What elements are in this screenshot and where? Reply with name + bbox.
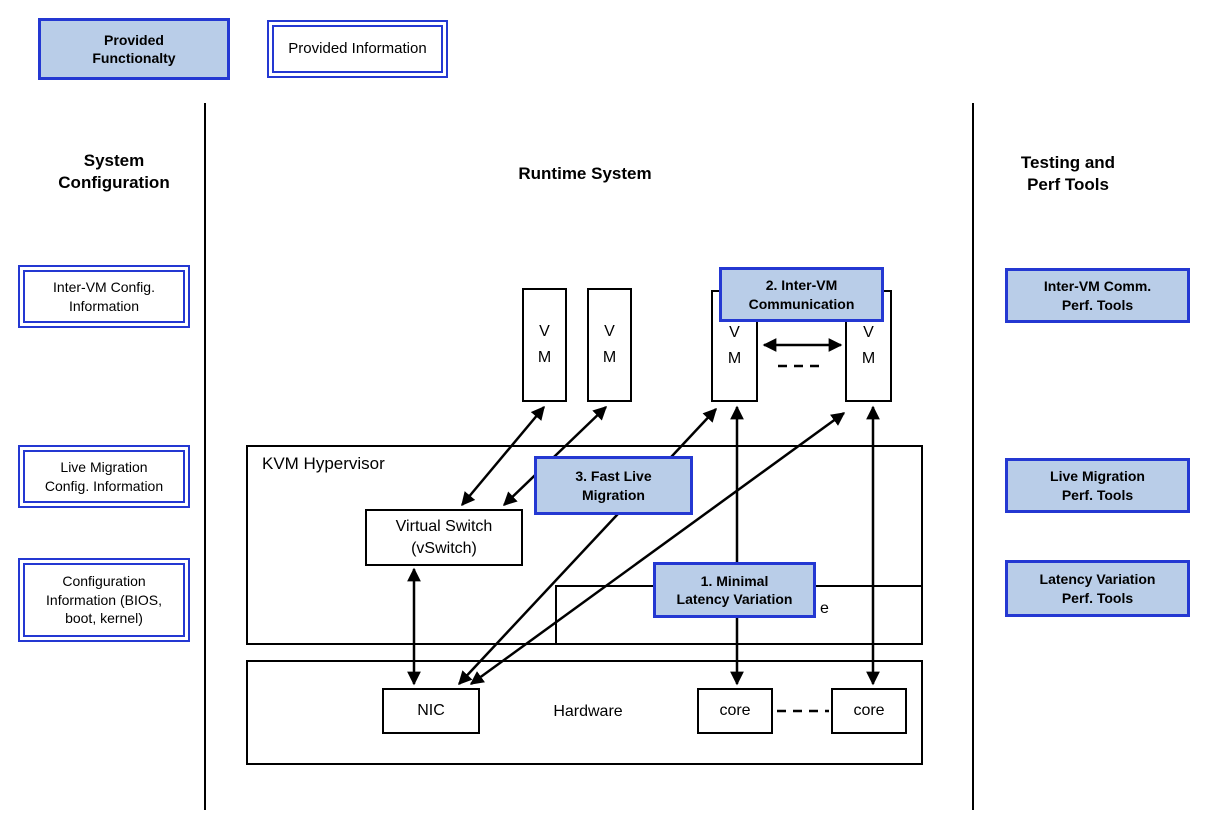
callout-fast-live-migration: 3. Fast Live Migration bbox=[534, 456, 693, 515]
intervm-config-information-label: Inter-VM Config. Information bbox=[23, 270, 185, 323]
nic-box: NIC bbox=[382, 688, 480, 734]
vm-box-1: V M bbox=[522, 288, 567, 402]
configuration-information-bios-label: Configuration Information (BIOS, boot, k… bbox=[23, 563, 185, 637]
divider-right bbox=[972, 103, 974, 810]
hardware-label: Hardware bbox=[553, 703, 623, 720]
intervm-comm-perf-tools-box: Inter-VM Comm. Perf. Tools bbox=[1005, 268, 1190, 323]
live-migration-config-information-label: Live Migration Config. Information bbox=[23, 450, 185, 503]
core-box-2: core bbox=[831, 688, 907, 734]
virtual-switch-box: Virtual Switch (vSwitch) bbox=[365, 509, 523, 566]
intervm-config-information-box: Inter-VM Config. Information bbox=[18, 265, 190, 328]
legend-provided-information-label: Provided Information bbox=[272, 25, 443, 73]
live-migration-config-information-box: Live Migration Config. Information bbox=[18, 445, 190, 508]
legend-provided-information: Provided Information bbox=[267, 20, 448, 78]
callout-minimal-latency-variation: 1. Minimal Latency Variation bbox=[653, 562, 816, 618]
divider-left bbox=[204, 103, 206, 810]
latency-variation-perf-tools-box: Latency Variation Perf. Tools bbox=[1005, 560, 1190, 617]
live-migration-perf-tools-box: Live Migration Perf. Tools bbox=[1005, 458, 1190, 513]
kvm-hypervisor-label: KVM Hypervisor bbox=[262, 454, 385, 473]
vm-box-2: V M bbox=[587, 288, 632, 402]
testing-perf-tools-title: Testing and Perf Tools bbox=[1020, 153, 1116, 195]
runtime-system-title: Runtime System bbox=[518, 164, 652, 183]
callout-intervm-communication: 2. Inter-VM Communication bbox=[719, 267, 884, 322]
configuration-information-bios-box: Configuration Information (BIOS, boot, k… bbox=[18, 558, 190, 642]
guest-mode-partial-text: e bbox=[820, 600, 829, 617]
legend-provided-functionality: Provided Functionalty bbox=[38, 18, 230, 80]
system-configuration-title: System Configuration bbox=[58, 151, 170, 193]
core-box-1: core bbox=[697, 688, 773, 734]
